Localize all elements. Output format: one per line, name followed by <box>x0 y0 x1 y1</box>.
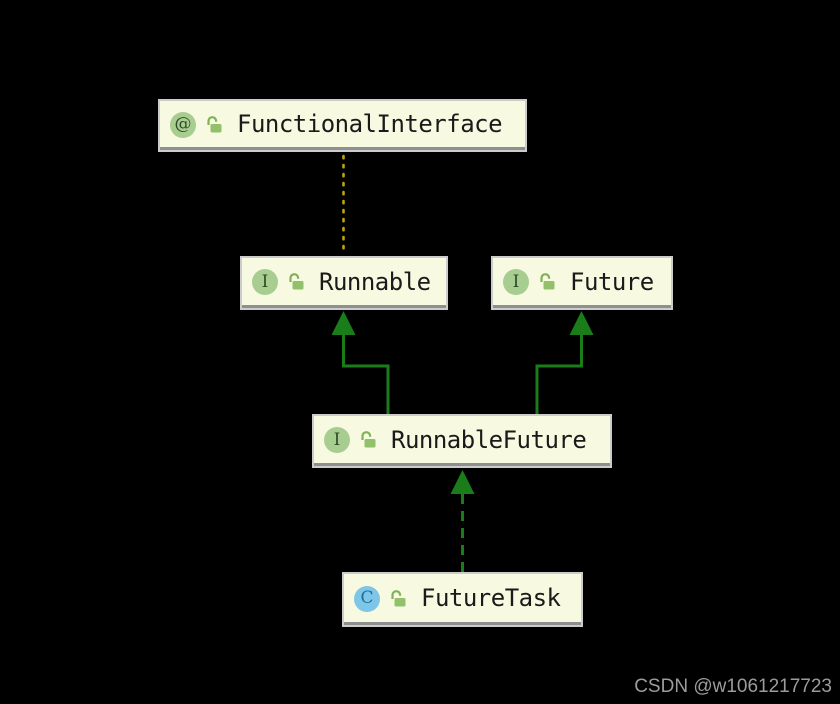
node-label: Runnable <box>319 267 431 296</box>
public-lock-icon <box>540 273 555 290</box>
interface-badge-icon: I <box>252 269 278 295</box>
edge-extends-runnable-arrowhead <box>331 311 356 335</box>
public-lock-icon <box>391 589 406 606</box>
edge-extends-future-line <box>535 335 583 414</box>
public-lock-icon <box>207 115 222 132</box>
node-label: Future <box>570 267 654 296</box>
node-runnablefuture[interactable]: I RunnableFuture <box>312 414 612 468</box>
interface-badge-icon: I <box>503 269 529 295</box>
class-badge-icon: C <box>354 585 380 612</box>
node-functionalinterface[interactable]: @ FunctionalInterface <box>158 99 527 152</box>
node-future[interactable]: I Future <box>491 256 673 310</box>
edge-extends-runnable-line <box>342 335 390 414</box>
node-futuretask[interactable]: C FutureTask <box>342 572 583 627</box>
node-label: FutureTask <box>421 584 561 612</box>
node-label: FunctionalInterface <box>237 110 503 138</box>
watermark: CSDN @w1061217723 <box>634 676 832 697</box>
node-label: RunnableFuture <box>391 425 587 454</box>
interface-badge-icon: I <box>324 427 350 453</box>
public-lock-icon <box>289 273 304 290</box>
edge-implements-arrowhead <box>450 470 475 494</box>
edge-extends-future-arrowhead <box>569 311 594 335</box>
public-lock-icon <box>361 431 376 448</box>
node-runnable[interactable]: I Runnable <box>240 256 448 310</box>
annotation-badge-icon: @ <box>170 111 196 138</box>
